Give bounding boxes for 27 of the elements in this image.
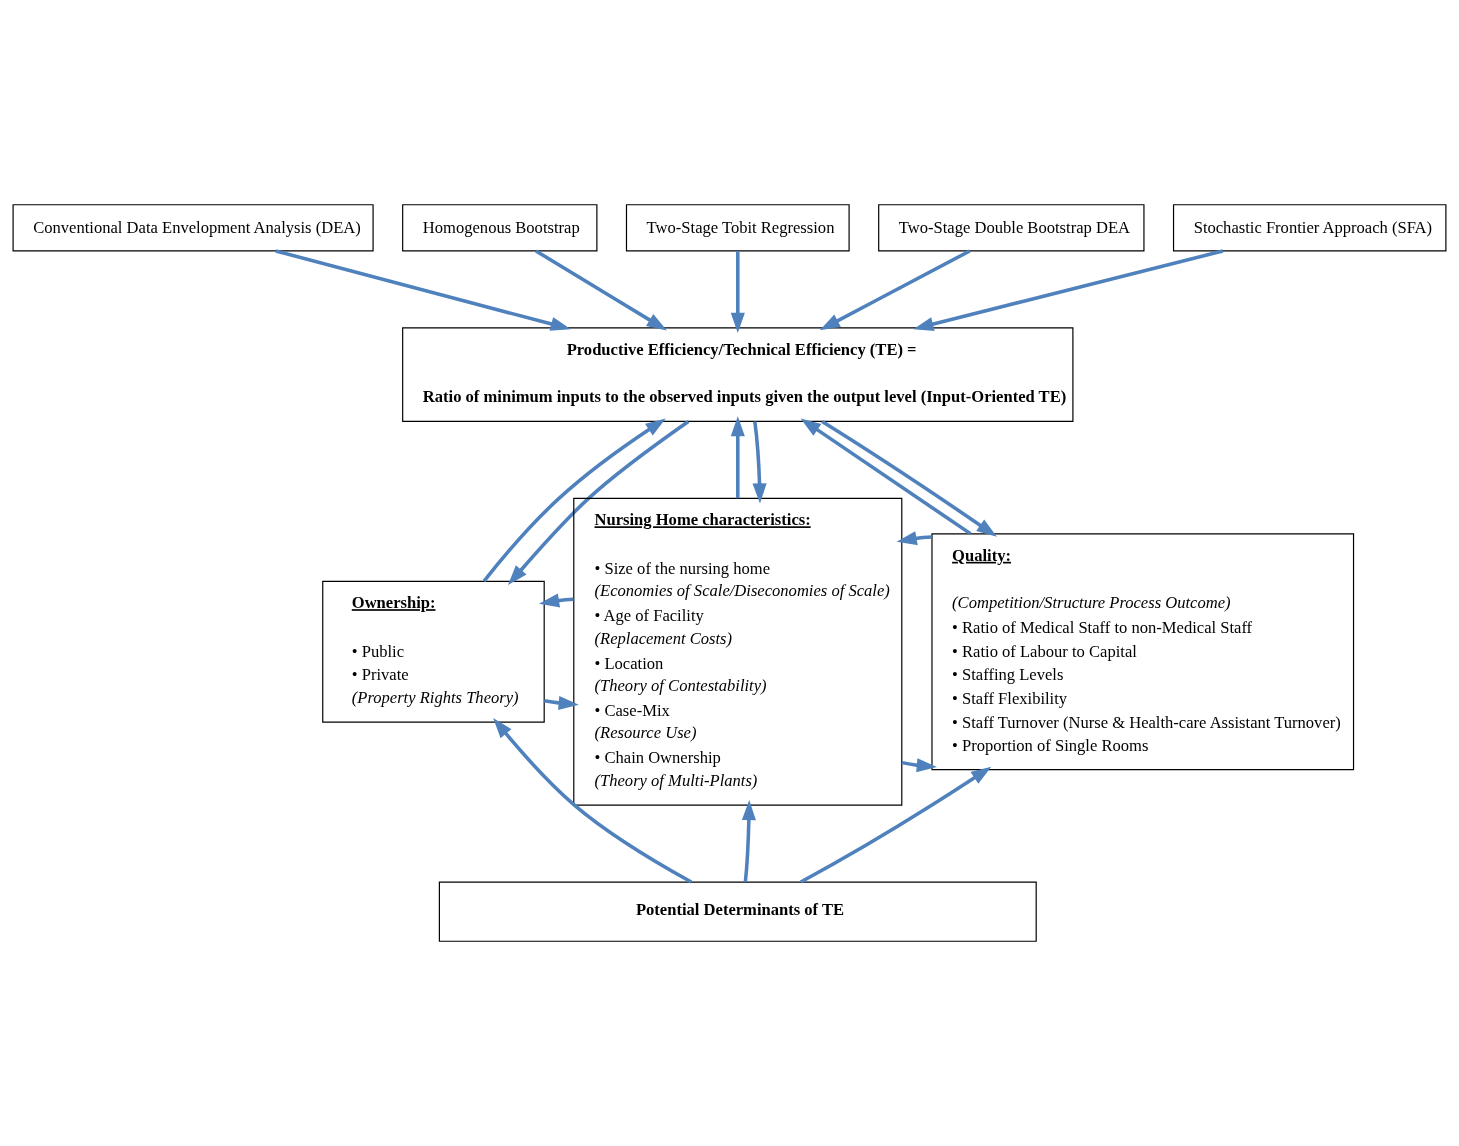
node-box: Stochastic Frontier Approach (SFA) — [1172, 204, 1447, 252]
node-box: Quality: (Competition/Structure Process Outcome) • Ratio of Medical Staff to non-Medical Staff • Ratio of Labour to Capital • Staffing Levels • Staff Flexibility • Staff Turnover (Nurse & Health-care Assistant Turnover) • Proportion of Single Rooms — [931, 533, 1355, 771]
arrow — [508, 420, 690, 586]
arrow — [819, 249, 971, 331]
arrow — [901, 758, 937, 773]
arrow — [482, 418, 666, 583]
node-box: Nursing Home characteristics: • Size of the nursing home (Economies of Scale/Diseconomies of Scale) • Age of Facility (Replacement Costs) • Location (Theory of Contestability) • Case-Mix (Resource Use) • Chain Ownership (Theory of Multi-Plants) — [573, 497, 903, 806]
arrow — [275, 249, 571, 331]
arrow — [896, 531, 932, 546]
node-box: Ownership: • Public • Private (Property Rights Theory) — [322, 580, 545, 723]
node-box: Productive Efficiency/Technical Efficiency (TE) = Ratio of minimum inputs to the observed inputs given the output level (Input-Oriented TE) — [402, 327, 1074, 422]
arrow — [800, 418, 972, 536]
node-box: Conventional Data Envelopment Analysis (DEA) — [12, 204, 374, 252]
node-box: Two-Stage Tobit Regression — [625, 204, 850, 252]
arrow — [821, 420, 997, 537]
arrow — [493, 718, 693, 884]
node-box: Potential Determinants of TE — [438, 881, 1037, 942]
arrow — [913, 249, 1224, 332]
arrow — [800, 766, 992, 884]
node-box: Two-Stage Double Bootstrap DEA — [878, 204, 1145, 252]
arrow — [730, 250, 745, 334]
node-box: Homogenous Bootstrap — [402, 204, 598, 252]
arrow — [752, 421, 767, 504]
arrow — [544, 695, 579, 710]
arrow — [730, 416, 745, 499]
arrow — [741, 800, 756, 883]
arrow — [535, 249, 667, 331]
